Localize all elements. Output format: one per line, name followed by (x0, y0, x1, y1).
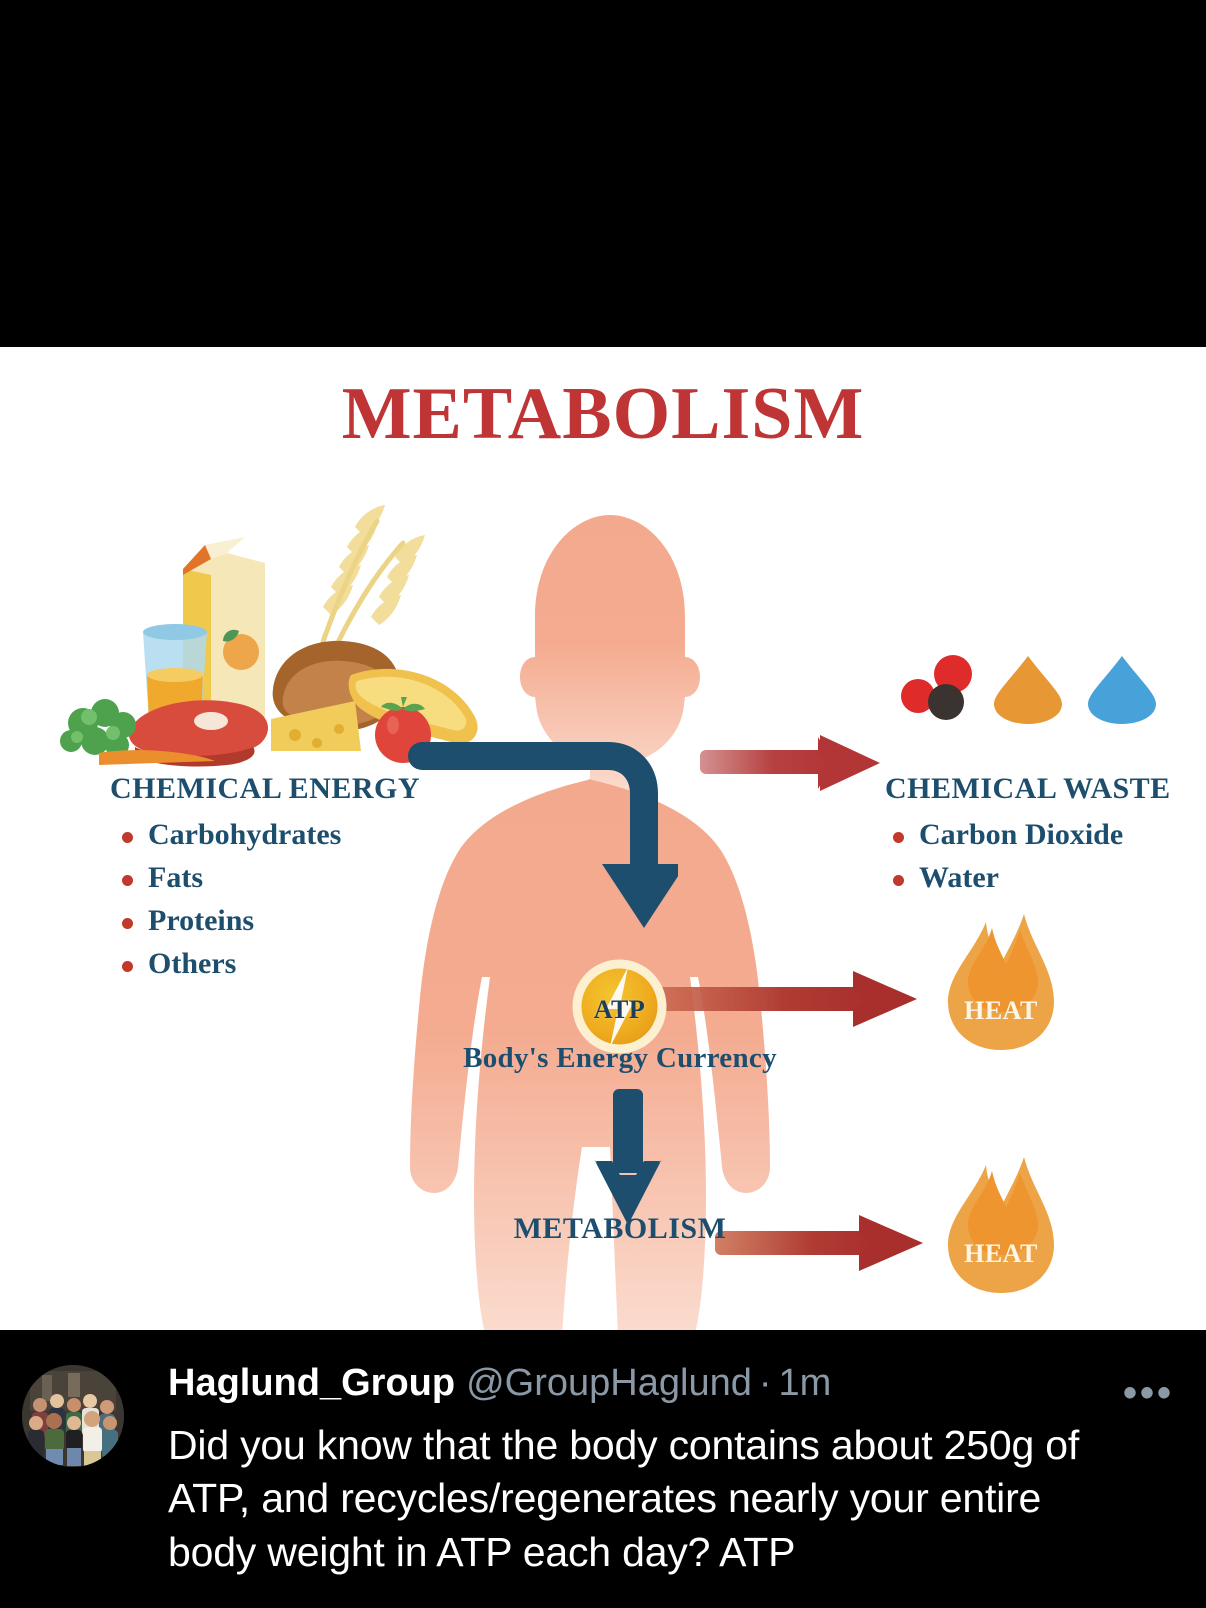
atp-caption: Body's Energy Currency (463, 1042, 777, 1074)
heat-arrow-top (655, 971, 917, 1027)
metabolism-label: METABOLISM (513, 1212, 727, 1245)
tweet-separator: · (758, 1362, 772, 1404)
water-droplet-icon (1088, 656, 1156, 724)
carbon-dioxide-molecule-icon (901, 655, 972, 720)
chemical-waste-icons (901, 655, 1156, 724)
chemical-waste-block: CHEMICAL WASTE Carbon Dioxide Water (885, 772, 1206, 904)
chemical-waste-heading: CHEMICAL WASTE (885, 772, 1171, 805)
heat-flame-top: HEAT (940, 912, 1062, 1052)
tweet-display-name[interactable]: Haglund_Group (168, 1362, 456, 1404)
chemical-energy-list: Carbohydrates Fats Proteins Others (110, 818, 460, 981)
tweet-media-image[interactable]: METABOLISM (0, 347, 1206, 1330)
heat-arrow-bottom (715, 1215, 923, 1271)
heat-flame-bottom: HEAT (940, 1155, 1062, 1295)
chemical-energy-block: CHEMICAL ENERGY Carbohydrates Fats Prote… (110, 772, 460, 990)
list-item: Carbon Dioxide (885, 818, 1206, 852)
list-item: Others (110, 947, 460, 981)
page-title: METABOLISM (341, 373, 865, 455)
atp-lightning-icon (572, 959, 667, 1054)
heat-label-bottom: HEAT (964, 1239, 1038, 1268)
food-cluster-icon (60, 505, 478, 767)
more-options-icon[interactable]: ••• (1122, 1371, 1174, 1415)
tweet-container (0, 1330, 1206, 1608)
tweet-header: Haglund_Group @GroupHaglund · 1m (168, 1362, 1128, 1405)
chemical-energy-arrow (408, 742, 678, 928)
avatar[interactable] (22, 1365, 124, 1467)
list-item: Water (885, 861, 1206, 895)
flame-icon (948, 914, 1054, 1050)
tweet-text: Did you know that the body contains abou… (168, 1422, 1080, 1575)
orange-droplet-icon (994, 656, 1062, 724)
list-item: Carbohydrates (110, 818, 460, 852)
atp-badge: ATP (572, 959, 667, 1054)
chemical-waste-arrow (700, 735, 880, 791)
human-body-silhouette-icon (410, 515, 770, 1330)
chemical-waste-list: Carbon Dioxide Water (885, 818, 1206, 895)
metabolism-arrow (594, 1089, 662, 1225)
flame-icon (948, 1157, 1054, 1293)
list-item: Proteins (110, 904, 460, 938)
atp-text: ATP (593, 995, 646, 1024)
tweet-handle[interactable]: @GroupHaglund (466, 1362, 752, 1404)
tweet-timestamp[interactable]: 1m (778, 1362, 832, 1404)
list-item: Fats (110, 861, 460, 895)
group-photo-avatar-icon (22, 1365, 124, 1467)
tweet-body: Haglund_Group @GroupHaglund · 1m Did you… (168, 1362, 1128, 1579)
chemical-energy-heading: CHEMICAL ENERGY (110, 772, 421, 805)
heat-label-top: HEAT (964, 996, 1038, 1025)
